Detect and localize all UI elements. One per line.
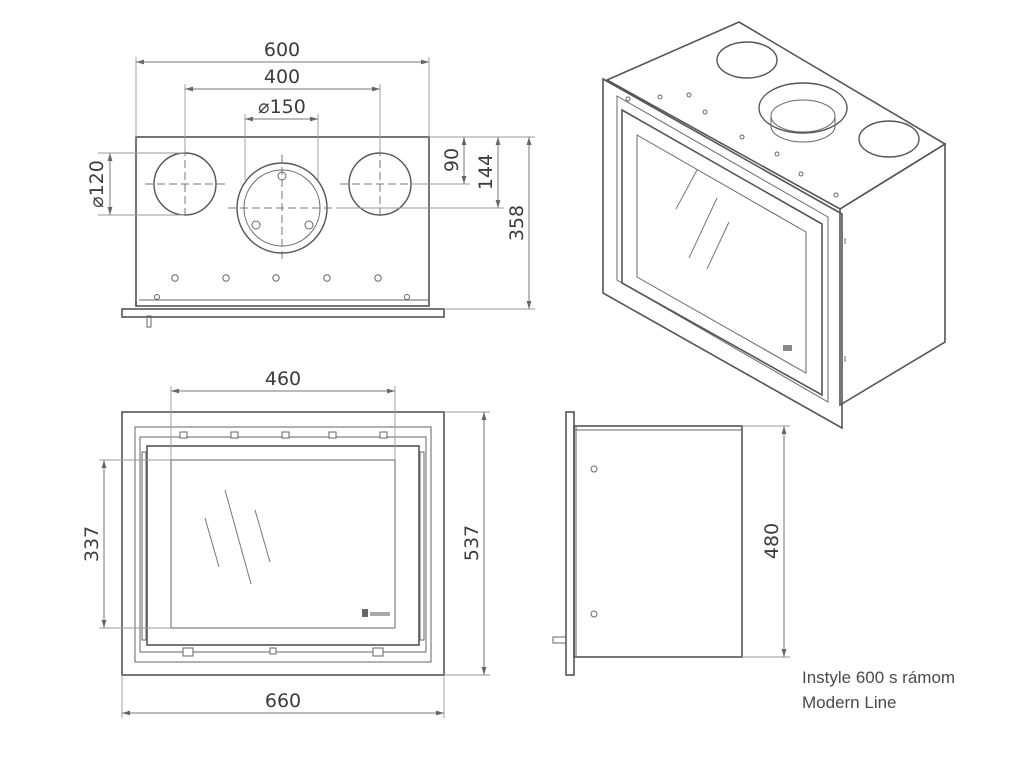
- iso-hole: [625, 96, 631, 102]
- caption-line-name: Modern Line: [802, 693, 897, 712]
- iso-hole: [702, 109, 708, 115]
- side-view-hole: [590, 465, 598, 473]
- side-view-hole: [590, 610, 598, 618]
- dim-label-150: ⌀150: [258, 96, 306, 118]
- mount-hole: [404, 294, 410, 300]
- mount-hole: [154, 294, 160, 300]
- iso-flue-right: [858, 120, 920, 158]
- mount-hole: [222, 274, 230, 282]
- iso-logo: [783, 345, 792, 351]
- front-view-frame-inner: [134, 426, 432, 663]
- dim-label-90: 90: [441, 148, 463, 172]
- iso-glass: [636, 134, 807, 374]
- front-view-logo: [362, 609, 368, 617]
- side-view-handle: [552, 636, 567, 644]
- iso-flue-left: [716, 41, 778, 79]
- iso-hole: [798, 171, 804, 177]
- caption-model-name: Instyle 600 s rámom: [802, 668, 956, 687]
- iso-hole: [833, 192, 839, 198]
- dim-label-400: 400: [264, 66, 300, 88]
- top-view-front-plate: [121, 308, 445, 318]
- side-view-frame: [565, 411, 575, 676]
- iso-flue-center: [758, 82, 848, 134]
- dim-label-358: 358: [506, 205, 528, 241]
- iso-frame-inner: [616, 95, 829, 403]
- top-view: 600 400 ⌀150 ⌀120 90 144 358: [86, 39, 535, 328]
- mount-hole: [272, 274, 280, 282]
- iso-hole: [686, 92, 692, 98]
- dim-label-600: 600: [264, 39, 300, 61]
- flue-screw-left: [251, 220, 261, 230]
- isometric-view: [602, 21, 947, 430]
- iso-side-face: [839, 142, 946, 407]
- iso-front-frame: [602, 77, 843, 430]
- flue-screw-right: [304, 220, 314, 230]
- dim-label-120: ⌀120: [86, 160, 108, 208]
- iso-hole: [657, 94, 663, 100]
- dim-label-460: 460: [265, 368, 301, 390]
- iso-hole: [774, 151, 780, 157]
- side-view-body: [573, 425, 743, 658]
- top-view-body-outline: [135, 136, 430, 307]
- iso-door: [621, 108, 823, 397]
- front-view-frame-outer: [121, 411, 445, 676]
- top-view-handle: [146, 315, 152, 328]
- mount-hole: [323, 274, 331, 282]
- dim-label-480: 480: [761, 523, 783, 559]
- mount-hole: [171, 274, 179, 282]
- mount-hole: [374, 274, 382, 282]
- iso-hole: [739, 134, 745, 140]
- side-view: 480: [552, 411, 790, 676]
- dim-label-337: 337: [81, 526, 103, 562]
- front-view: 460 337 537 660: [81, 368, 490, 718]
- dim-label-660: 660: [265, 690, 301, 712]
- dim-label-537: 537: [461, 525, 483, 561]
- front-view-door: [146, 445, 420, 646]
- dim-label-144: 144: [475, 154, 497, 190]
- front-view-glass: [170, 459, 396, 629]
